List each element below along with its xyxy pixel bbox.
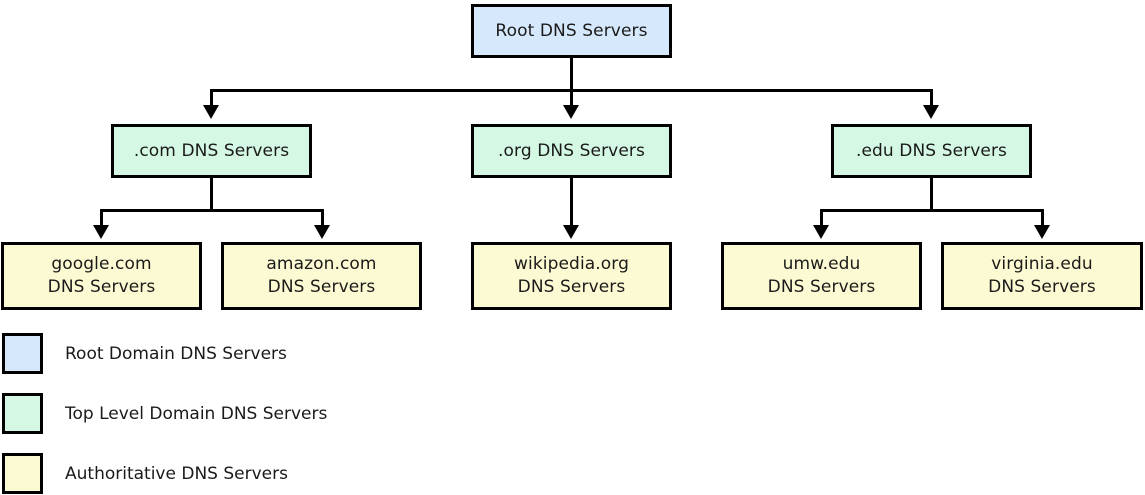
edge-com-bus xyxy=(100,209,324,212)
legend-item-root-domain: Root Domain DNS Servers xyxy=(2,333,287,374)
node-virginia-edu-dns-servers[interactable]: virginia.edu DNS Servers xyxy=(941,242,1143,310)
edge-org-stem xyxy=(570,178,573,227)
legend-item-authoritative: Authoritative DNS Servers xyxy=(2,453,288,494)
edge-com-to-amazon xyxy=(321,209,324,227)
arrowhead-root-to-org xyxy=(563,105,579,119)
legend-label: Top Level Domain DNS Servers xyxy=(65,403,328,424)
node-label: google.com DNS Servers xyxy=(47,254,156,297)
legend-swatch-root-domain xyxy=(2,333,43,374)
node-label: .org DNS Servers xyxy=(498,140,645,161)
legend-label: Authoritative DNS Servers xyxy=(65,463,288,484)
node-google-com-dns-servers[interactable]: google.com DNS Servers xyxy=(1,242,202,310)
arrowhead-edu-to-virginia xyxy=(1034,225,1050,239)
edge-root-to-com xyxy=(210,89,213,107)
edge-root-stem xyxy=(570,58,573,92)
edge-edu-to-umw xyxy=(820,209,823,227)
node-label: wikipedia.org DNS Servers xyxy=(514,254,629,297)
edge-edu-bus xyxy=(820,209,1044,212)
arrowhead-root-to-com xyxy=(203,105,219,119)
node-root-dns-servers[interactable]: Root DNS Servers xyxy=(471,4,672,58)
edge-edu-stem xyxy=(930,178,933,212)
node-wikipedia-org-dns-servers[interactable]: wikipedia.org DNS Servers xyxy=(471,242,672,310)
legend-swatch-top-level-domain xyxy=(2,393,43,434)
edge-root-to-org xyxy=(570,89,573,107)
node-label: umw.edu DNS Servers xyxy=(767,254,876,297)
node-org-dns-servers[interactable]: .org DNS Servers xyxy=(471,124,672,178)
node-label: Root DNS Servers xyxy=(495,20,648,41)
edge-com-to-google xyxy=(100,209,103,227)
legend-item-top-level-domain: Top Level Domain DNS Servers xyxy=(2,393,327,434)
edge-edu-to-virginia xyxy=(1041,209,1044,227)
arrowhead-root-to-edu xyxy=(923,105,939,119)
arrowhead-org-to-wikipedia xyxy=(563,225,579,239)
node-label: virginia.edu DNS Servers xyxy=(988,254,1096,297)
arrowhead-edu-to-umw xyxy=(813,225,829,239)
node-umw-edu-dns-servers[interactable]: umw.edu DNS Servers xyxy=(721,242,922,310)
legend-swatch-authoritative xyxy=(2,453,43,494)
edge-root-to-edu xyxy=(930,89,933,107)
arrowhead-com-to-google xyxy=(93,225,109,239)
node-com-dns-servers[interactable]: .com DNS Servers xyxy=(111,124,312,178)
node-amazon-com-dns-servers[interactable]: amazon.com DNS Servers xyxy=(221,242,422,310)
node-edu-dns-servers[interactable]: .edu DNS Servers xyxy=(831,124,1032,178)
legend-label: Root Domain DNS Servers xyxy=(65,343,287,364)
node-label: .edu DNS Servers xyxy=(855,140,1008,161)
node-label: .com DNS Servers xyxy=(133,140,290,161)
node-label: amazon.com DNS Servers xyxy=(266,254,377,297)
edge-com-stem xyxy=(210,178,213,212)
arrowhead-com-to-amazon xyxy=(314,225,330,239)
